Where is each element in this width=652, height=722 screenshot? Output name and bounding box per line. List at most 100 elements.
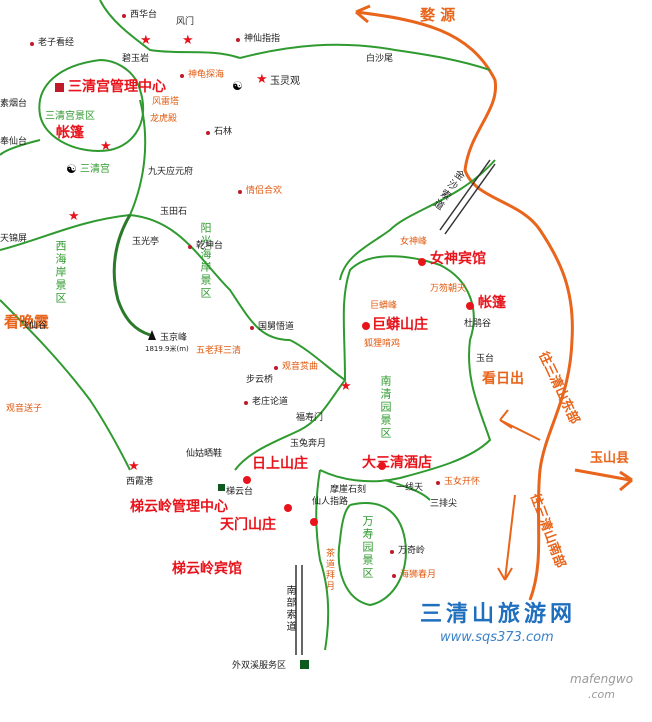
place-yutubenyue: 玉兔奔月 xyxy=(290,439,327,449)
hotel-nvshen-marker xyxy=(418,258,426,266)
hotel-rishang-marker xyxy=(243,476,251,484)
place-marker xyxy=(390,550,394,554)
place-marker xyxy=(250,326,254,330)
place-marker xyxy=(244,401,248,405)
hotel-sanqing-mgmt: 三清宫管理中心 xyxy=(68,79,166,95)
place-guanyinshangqu: 观音赏曲 xyxy=(282,362,319,372)
label-yushan: 玉山县 xyxy=(590,451,630,466)
place-haishichunyue: 海狮春月 xyxy=(400,570,437,580)
mgmt-center2-marker xyxy=(218,484,225,491)
trail-west xyxy=(0,214,131,251)
place-yutianshi: 玉田石 xyxy=(160,207,188,217)
place-xianrenzhilu: 仙人指路 xyxy=(312,497,349,507)
hotel-dasanqing: 大三清酒店 xyxy=(362,455,432,471)
place-longhudian: 龙虎殿 xyxy=(150,114,178,124)
trail-east-yixian xyxy=(384,479,431,501)
trail-jiutian xyxy=(129,99,147,216)
hotel-jumang-marker xyxy=(362,322,370,330)
trail-cable-top xyxy=(339,159,496,281)
star-icon: ★ xyxy=(256,72,268,87)
place-qingxinhehuan: 情侣合欢 xyxy=(246,186,283,196)
trail-yangguang xyxy=(129,214,291,341)
place-tiyuntai: 梯云台 xyxy=(226,487,254,497)
place-marker xyxy=(236,38,240,42)
place-marker xyxy=(30,42,34,46)
place-wanqiling: 万奇岭 xyxy=(398,546,426,556)
place-duejuangu: 杜鹃谷 xyxy=(464,319,492,329)
place-fushoumen: 福寿门 xyxy=(296,413,324,423)
trail-yujingfeng xyxy=(112,214,151,337)
place-modeshijian: 摩崖石刻 xyxy=(330,485,367,495)
hotel-tiyunling: 梯云岭宾馆 xyxy=(172,561,242,577)
arrow-south xyxy=(497,494,516,581)
place-nvshenfeng: 女神峰 xyxy=(400,237,428,247)
place-qiankuntai: 乾坤台 xyxy=(196,241,224,251)
label-south-cable: 南部索道 xyxy=(284,585,295,633)
yinyang-icon: ☯ xyxy=(232,79,243,93)
place-yunvkaihuai: 玉女开怀 xyxy=(444,477,481,487)
place-yixiantian: 一线天 xyxy=(396,483,424,493)
place-jiutianyingyuanfu: 九天应元府 xyxy=(148,167,194,177)
place-sumeiyantai: 素烟台 xyxy=(0,99,28,109)
arrow-yushan xyxy=(619,470,633,492)
star-icon: ★ xyxy=(340,379,352,394)
place-yulingguan: 玉灵观 xyxy=(270,76,300,87)
place-fengmen: 风门 xyxy=(176,17,195,27)
hotel-dasanqing-marker xyxy=(378,462,386,470)
place-sanpaijian: 三排尖 xyxy=(430,499,458,509)
star-icon: ★ xyxy=(68,209,80,224)
yinyang-icon: ☯ xyxy=(66,162,77,176)
hotel-rishang: 日上山庄 xyxy=(252,456,308,472)
place-waishuangxi: 外双溪服务区 xyxy=(232,661,287,671)
star-icon: ★ xyxy=(182,33,194,48)
place-xixiagang: 西霞港 xyxy=(126,477,154,487)
place-marker xyxy=(274,366,278,370)
place-guoshiwuchuan: 国舅悟道 xyxy=(258,322,295,332)
place-marker xyxy=(180,74,184,78)
peak-icon xyxy=(148,330,156,340)
place-buyunqiao: 步云桥 xyxy=(246,375,274,385)
trail-sanqinggong-loop xyxy=(38,59,145,152)
hotel-nvshen: 女神宾馆 xyxy=(430,251,486,267)
hotel-tiyunling-mgmt: 梯云岭管理中心 xyxy=(130,499,228,515)
place-marker xyxy=(206,131,210,135)
view-kanwanxia: 看晚霞 xyxy=(4,313,50,331)
hotel-jumang: 巨蟒山庄 xyxy=(372,317,428,333)
place-jumangfeng: 巨蟒峰 xyxy=(370,301,398,311)
hotel-tianmen-marker xyxy=(310,518,318,526)
watermark-url: www.sqs373.com xyxy=(440,630,554,645)
hotel-tiyunling-mgmt-marker xyxy=(284,504,292,512)
area-sanqinggong: 三清宫景区 xyxy=(45,111,95,122)
place-xihuatai: 西华台 xyxy=(130,10,158,20)
place-marker xyxy=(392,574,396,578)
trail-xihai xyxy=(0,299,131,471)
watermark-cn: 三清山旅游网 xyxy=(420,602,577,627)
place-yujingfeng-alt: 1819.9米(m) xyxy=(145,345,189,353)
place-fengxiantai: 奉仙台 xyxy=(0,137,28,147)
trail-nanqing-loop xyxy=(319,255,492,483)
trail-baishawei xyxy=(239,43,491,71)
watermark-site2: .com xyxy=(588,688,615,701)
place-biyuyan: 碧玉岩 xyxy=(122,54,150,64)
place-feixiangu: 飞仙谷 xyxy=(20,321,48,331)
place-laozikanjing: 老子看经 xyxy=(38,38,75,48)
place-xianguxieshai: 仙姑晒鞋 xyxy=(186,449,223,459)
cable-south xyxy=(295,565,303,655)
cable-jinsha xyxy=(439,159,496,235)
place-laozhuanglun: 老庄论道 xyxy=(252,397,289,407)
service-area-marker xyxy=(300,660,309,669)
place-guanyinsongzi: 观音送子 xyxy=(6,404,43,414)
place-marker xyxy=(238,190,242,194)
area-xihai: 西海岸景区 xyxy=(54,240,67,305)
place-sanqinggong: 三清宫 xyxy=(80,164,110,175)
star-icon: ★ xyxy=(100,139,112,154)
area-wanshou: 万寿园景区 xyxy=(361,515,374,580)
place-marker xyxy=(122,14,126,18)
mgmt-center-marker xyxy=(55,83,64,92)
place-wanhuchaotian: 万笏朝天 xyxy=(430,284,467,294)
trail-center xyxy=(234,339,347,471)
hotel-tent1: 帐篷 xyxy=(56,125,84,141)
road-orange-yushan xyxy=(574,468,631,482)
star-icon: ★ xyxy=(140,33,152,48)
